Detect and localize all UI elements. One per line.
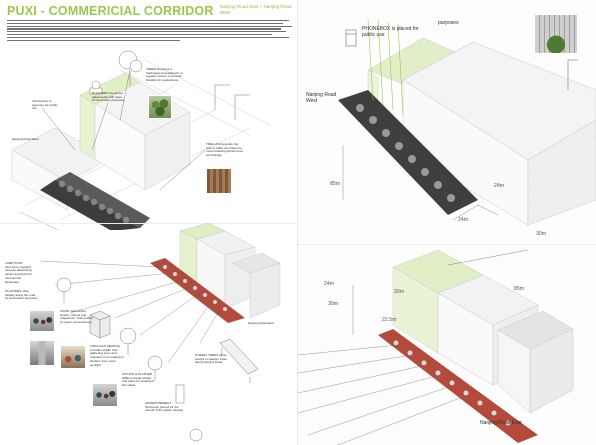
dim-30m-bottom-a: 30m bbox=[328, 301, 339, 307]
intro-text-block bbox=[7, 20, 295, 42]
dim-24m-b: 24m bbox=[458, 217, 469, 223]
label-trellis: TRELLIS that guide the way of traffic ar… bbox=[206, 142, 244, 158]
right-sheet: PHONEBOX is placed for public use purpos… bbox=[298, 0, 596, 445]
photo-building bbox=[534, 14, 578, 54]
label-dim-8m: 8m bbox=[60, 197, 65, 201]
dim-85m-bottom: 85m bbox=[514, 286, 525, 292]
photo-seating bbox=[92, 383, 118, 407]
photo-crowd bbox=[29, 310, 55, 332]
dim-30m-bottom-b: 30m bbox=[394, 289, 405, 295]
sheet-divider bbox=[297, 0, 298, 445]
section-divider bbox=[0, 223, 298, 224]
bottom-axonometric-drawing bbox=[39, 223, 281, 442]
sheet-subtitle: Nanjing Road East + Nanjing Road West bbox=[220, 4, 292, 15]
label-street-trees: STREET TREES allow people to wander clos… bbox=[195, 353, 227, 365]
label-nanjing-west-right: Nanjing Road West bbox=[306, 92, 337, 104]
label-nanjing-west: Nanjing Road West bbox=[12, 137, 39, 141]
label-trees: TREES Reduces a hardscape but planted in… bbox=[146, 67, 183, 83]
sheet-title: PUXI - COMMERICIAL CORRIDOR bbox=[7, 4, 214, 18]
label-nanjing-east: Nanjing Road East bbox=[248, 321, 274, 325]
right-bottom-axonometric bbox=[298, 249, 574, 445]
label-nanjing-east-right: Nanjing Road East bbox=[480, 420, 522, 426]
dim-24m-bottom: 24m bbox=[324, 281, 335, 287]
photo-kiosk bbox=[29, 340, 55, 366]
photo-trellis bbox=[206, 168, 232, 194]
photo-market bbox=[60, 345, 86, 369]
dim-24m-a: 24m bbox=[494, 183, 505, 189]
label-lamp-post: LAMP POST structures regularly used as a… bbox=[5, 261, 33, 284]
left-sheet: PUXI - COMMERICIAL CORRIDOR Nanjing Road… bbox=[0, 4, 298, 442]
dim-85m: 85m bbox=[330, 181, 341, 187]
photo-trees bbox=[148, 95, 172, 119]
label-greenery: Introduction to greenery for public use bbox=[32, 99, 58, 111]
label-phonebox: PHONEBOX is placed for public use bbox=[362, 26, 419, 38]
dim-30m: 30m bbox=[536, 231, 547, 237]
label-planters: PLANTERS are above placements with trees… bbox=[92, 91, 125, 103]
label-sitting-area: SITTING & PLANTED AREA provide shelter a… bbox=[122, 372, 154, 388]
label-circular-seating: CIRCULAR SEATING provides shade from gat… bbox=[90, 344, 125, 367]
label-kiosk: KIOSK sells drinks, snacks, tickets and … bbox=[60, 309, 93, 325]
label-purposes: purposes bbox=[438, 20, 459, 26]
right-top-axonometric bbox=[338, 19, 596, 226]
top-axonometric-drawing bbox=[9, 50, 271, 230]
label-advertisement: ADVERTISEMENT Structures placed for the … bbox=[145, 401, 184, 413]
right-section-divider bbox=[298, 244, 596, 245]
dim-22-5m: 22.5m bbox=[382, 317, 397, 323]
label-planters-bottom: PLANTERS shop display along the road for… bbox=[5, 289, 38, 301]
